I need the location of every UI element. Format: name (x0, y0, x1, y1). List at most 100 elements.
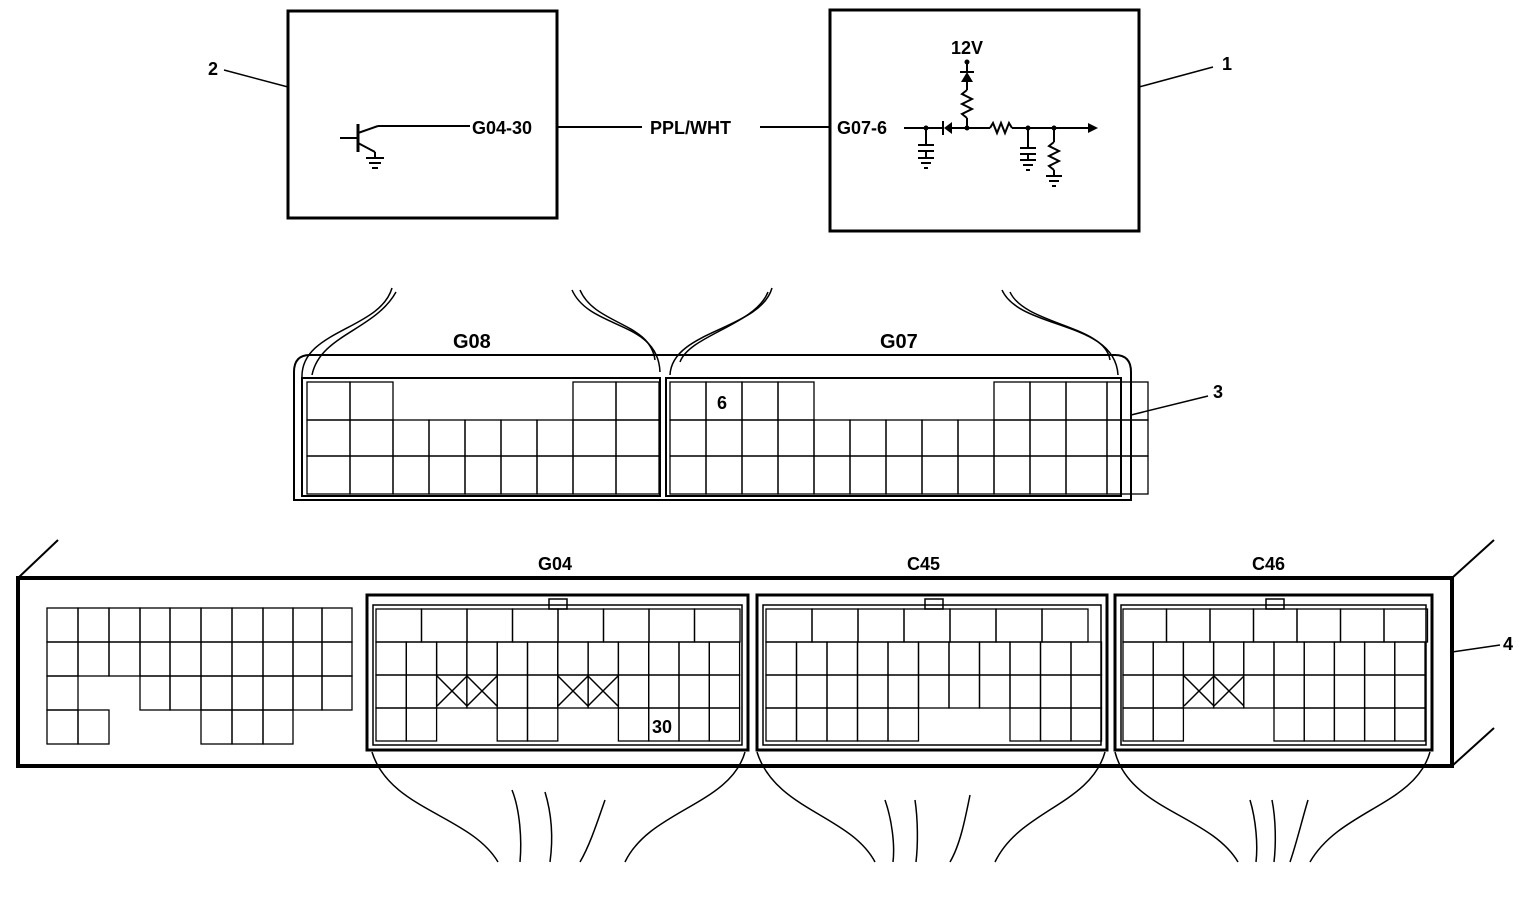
connector-cavity (262, 675, 294, 711)
connector-cavity (741, 455, 779, 495)
connector-cavity (1252, 608, 1298, 643)
connector-cavity (557, 641, 589, 676)
connector-cavity (1243, 641, 1275, 676)
connector-cavity (1333, 674, 1366, 709)
connector-cavity (1273, 707, 1305, 742)
connector-cavity (1106, 381, 1149, 421)
callout-3: 3 (1213, 382, 1223, 402)
connector-cavity (1303, 707, 1336, 742)
connector-cavity (262, 607, 294, 643)
connector-cavity (669, 419, 707, 457)
connector-cavity (693, 608, 741, 643)
connector-cavity (705, 419, 743, 457)
connector-cavity (1029, 455, 1067, 495)
plugged-cavity-mark (1213, 675, 1245, 707)
connector-cavity (648, 608, 696, 643)
connector-cavity (826, 641, 859, 676)
connector-cavity (1273, 641, 1305, 676)
connector-cavity (1070, 674, 1103, 709)
connector-cavity (262, 641, 294, 677)
ecm-connector-cavities (46, 607, 1429, 745)
connector-cavity (1039, 674, 1072, 709)
connector-cavity (306, 381, 351, 421)
label-g08: G08 (453, 331, 491, 353)
label-c45: C45 (907, 554, 940, 574)
connector-cavity (464, 455, 502, 495)
connector-cavity (708, 641, 741, 676)
connector-cavity (849, 455, 887, 495)
connector-cavity (678, 641, 710, 676)
connector-cavity (1070, 641, 1103, 676)
connector-cavity (826, 674, 859, 709)
connector-cavity (678, 674, 710, 709)
module-2-box (286, 9, 559, 220)
callout-4: 4 (1503, 634, 1513, 654)
connector-cavity (811, 608, 859, 643)
plugged-cavity-mark (557, 675, 589, 707)
connector-cavity (1106, 455, 1149, 495)
connector-cavity (587, 641, 620, 676)
connector-cavity (708, 707, 741, 742)
pin-marker-30: 30 (652, 717, 672, 737)
connector-cavity (292, 607, 323, 643)
connector-cavity (949, 608, 997, 643)
callout-1: 1 (1222, 54, 1232, 74)
connector-cavity (169, 675, 202, 711)
wire-color-label: PPL/WHT (650, 118, 731, 138)
callout-2: 2 (208, 59, 218, 79)
ecm-housing (16, 576, 1454, 768)
transistor-icon (340, 124, 384, 169)
connector-cavity (1333, 707, 1366, 742)
connector-cavity (77, 607, 110, 643)
connector-cavity (77, 641, 110, 677)
label-g04: G04 (538, 554, 572, 574)
connector-cavity (139, 641, 171, 677)
connector-cavity (993, 381, 1031, 421)
connector-cavity (1363, 674, 1396, 709)
connector-cavity (231, 641, 264, 677)
plugged-cavity-mark (466, 675, 498, 707)
connector-cavity (1106, 419, 1149, 457)
connector-cavity (1065, 455, 1108, 495)
connector-cavity (1152, 674, 1185, 709)
connector-cavity (856, 674, 889, 709)
connector-cavity (1029, 381, 1067, 421)
connector-cavity (1152, 707, 1185, 742)
connector-cavity (885, 419, 923, 457)
connector-cavity (231, 675, 264, 711)
ecm-connector-block: 4 G04 C45 C46 30 (16, 539, 1513, 863)
connector-cavity (536, 419, 574, 457)
connector-cavity (917, 674, 950, 709)
connector-cavity (1182, 641, 1215, 676)
pin-label-left: G04-30 (472, 118, 532, 138)
connector-cavity (957, 455, 995, 495)
connector-cavity (887, 674, 920, 709)
connector-cavity (557, 608, 605, 643)
connector-g08-g07: G08 G07 3 6 (293, 287, 1223, 501)
connector-cavity (1394, 674, 1426, 709)
connector-cavity (375, 707, 407, 742)
connector-cavity (765, 707, 798, 742)
connector-cavity (1029, 419, 1067, 457)
connector-cavity (349, 381, 394, 421)
connector-cavity (648, 641, 680, 676)
connector-cavity (1303, 641, 1336, 676)
connector-cavity (1363, 707, 1396, 742)
connector-cavity (321, 675, 353, 711)
connector-cavity (262, 709, 294, 745)
connector-cavity (705, 455, 743, 495)
connector-cavity (392, 455, 430, 495)
connector-cavity (602, 608, 650, 643)
plugged-cavity-mark (1183, 675, 1215, 707)
connector-cavity (617, 641, 650, 676)
connector-cavity (678, 707, 710, 742)
connector-cavity (1070, 707, 1103, 742)
connector-cavity (615, 455, 660, 495)
connector-cavity (500, 455, 538, 495)
connector-cavity (496, 674, 529, 709)
connector-cavity (292, 675, 323, 711)
connector-cavity (978, 674, 1011, 709)
connector-cavity (200, 709, 233, 745)
connector-cavity (1065, 419, 1108, 457)
